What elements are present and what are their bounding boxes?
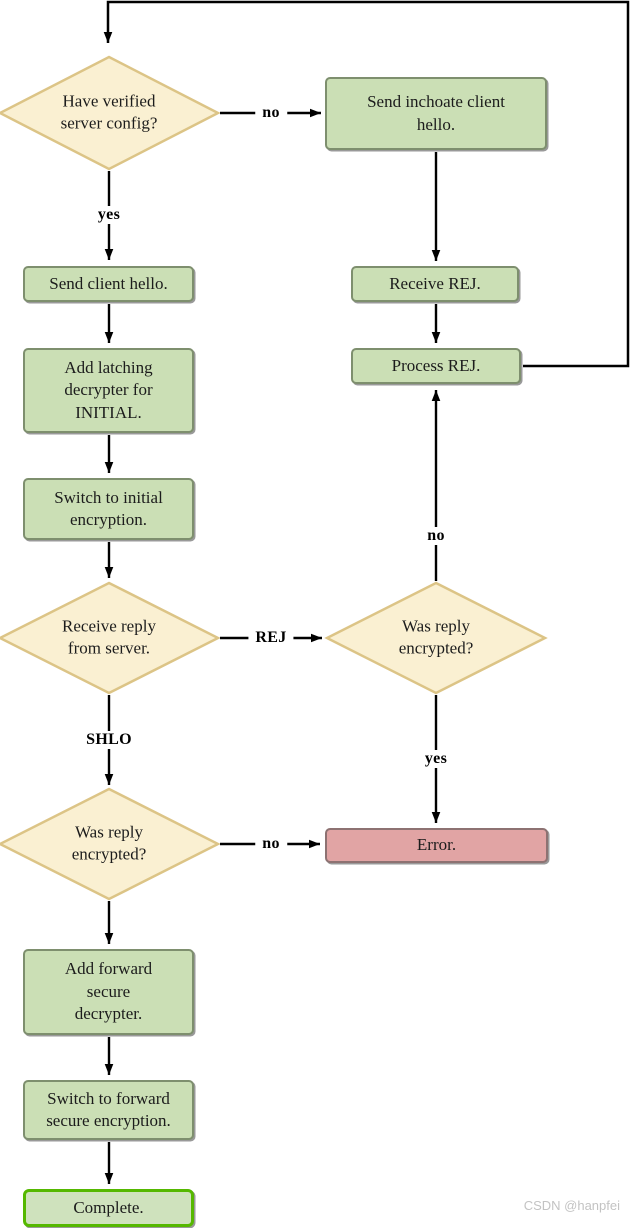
node-process-rej: Process REJ. [351,348,521,384]
node-send-inchoate-client-hello: Send inchoate client hello. [325,77,547,150]
node-receive-rej: Receive REJ. [351,266,519,302]
node-switch-initial-encryption: Switch to initial encryption. [23,478,194,540]
node-error: Error. [325,828,548,863]
edge-label-right-encrypted-yes: yes [417,750,455,768]
node-have-verified-server-config: Have verified server config? [60,91,158,133]
decision-was-encrypted-left-shape [0,787,221,901]
node-send-client-hello: Send client hello. [23,266,194,302]
watermark-csdn: CSDN @hanpfei [523,1198,620,1213]
decision-receive-reply-shape [0,581,221,695]
edge-label-verified-no: no [255,104,287,122]
edge-label-reply-shlo: SHLO [79,731,139,749]
edge-label-reply-rej: REJ [248,629,294,647]
node-complete: Complete. [23,1189,194,1227]
node-add-forward-secure-decrypter: Add forward secure decrypter. [23,949,194,1035]
edge-label-right-encrypted-no: no [420,527,452,545]
edge-label-left-encrypted-no: no [255,835,287,853]
node-was-reply-encrypted-left: Was reply encrypted? [71,822,147,864]
node-was-reply-encrypted-right: Was reply encrypted? [398,616,474,658]
node-receive-reply-from-server: Receive reply from server. [62,616,156,658]
decision-have-verified-shape [0,55,221,171]
edge-loop-back [103,0,630,368]
node-switch-forward-secure-encryption: Switch to forward secure encryption. [23,1080,194,1140]
decision-was-encrypted-right-shape [324,581,548,695]
edge-label-verified-yes: yes [90,206,128,224]
node-add-latching-decrypter: Add latching decrypter for INITIAL. [23,348,194,433]
